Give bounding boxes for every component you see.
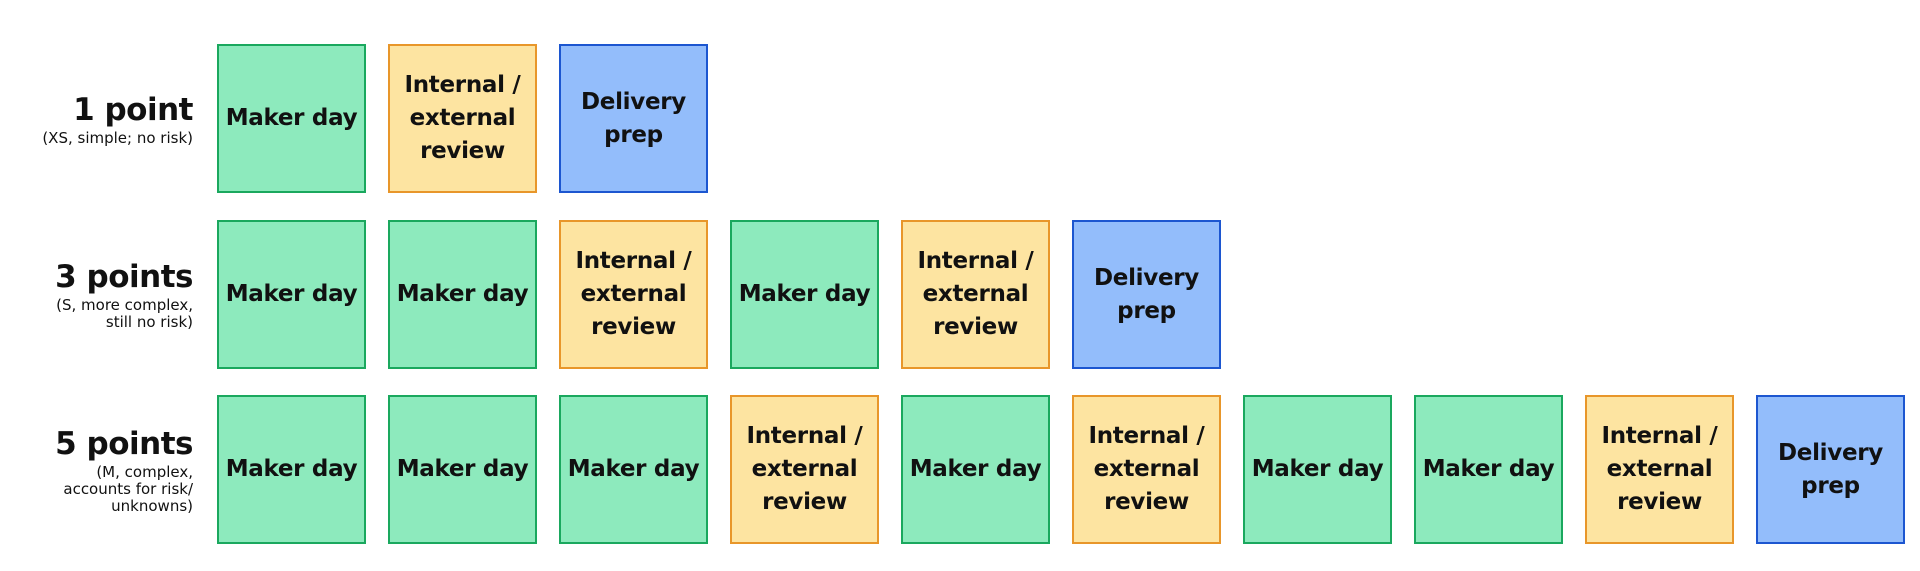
card-label: Maker day [225, 105, 358, 131]
delivery-card: Delivery prep [559, 44, 708, 193]
row-cards: Maker day Maker day Internal / external re… [217, 220, 1907, 370]
card-label: Maker day [567, 456, 700, 482]
review-card: Internal / external review [730, 395, 879, 544]
row-subtitle-line: (M, complex, [96, 462, 193, 481]
points-row: 1 point(XS, simple; no risk) Maker day Int… [0, 44, 1920, 194]
row-label: 5 points(M, complex,accounts for risk/un… [0, 395, 193, 545]
card-label: Internal / external review [917, 248, 1034, 340]
card-label: Delivery prep [1094, 264, 1199, 324]
card-label: Maker day [396, 281, 529, 307]
points-row: 5 points(M, complex,accounts for risk/un… [0, 395, 1920, 545]
card-label: Internal / external review [575, 248, 692, 340]
card-label: Maker day [738, 281, 871, 307]
row-subtitle: (M, complex,accounts for risk/unknowns) [0, 462, 193, 515]
row-subtitle-line: still no risk) [105, 313, 193, 331]
review-card: Internal / external review [901, 220, 1050, 369]
card-label: Internal / external review [404, 72, 521, 164]
maker-card: Maker day [388, 395, 537, 544]
card-label: Maker day [909, 456, 1042, 482]
review-card: Internal / external review [1072, 395, 1221, 544]
maker-card: Maker day [1414, 395, 1563, 544]
row-subtitle-line: (XS, simple; no risk) [42, 128, 193, 147]
row-title: 1 point [73, 91, 193, 128]
card-label: Internal / external review [1601, 423, 1718, 515]
review-card: Internal / external review [388, 44, 537, 193]
card-label: Maker day [1422, 456, 1555, 482]
card-label: Maker day [396, 456, 529, 482]
row-subtitle-line: accounts for risk/ [63, 479, 193, 498]
card-label: Delivery prep [581, 88, 686, 148]
delivery-card: Delivery prep [1072, 220, 1221, 369]
maker-card: Maker day [217, 395, 366, 544]
maker-card: Maker day [730, 220, 879, 369]
row-subtitle-line: (S, more complex, [56, 296, 193, 314]
row-title: 5 points [55, 425, 193, 462]
maker-card: Maker day [388, 220, 537, 369]
row-cards: Maker day Maker day Maker day Internal / ex… [217, 395, 1907, 545]
row-label: 1 point(XS, simple; no risk) [0, 44, 193, 194]
delivery-card: Delivery prep [1756, 395, 1905, 544]
card-label: Maker day [225, 456, 358, 482]
row-subtitle-line: unknowns) [111, 496, 193, 515]
row-subtitle: (XS, simple; no risk) [0, 128, 193, 147]
maker-card: Maker day [217, 220, 366, 369]
points-row: 3 points(S, more complex,still no risk)M… [0, 220, 1920, 370]
row-title: 3 points [55, 259, 193, 295]
row-subtitle: (S, more complex,still no risk) [0, 297, 193, 331]
maker-card: Maker day [1243, 395, 1392, 544]
maker-card: Maker day [217, 44, 366, 193]
row-label: 3 points(S, more complex,still no risk) [0, 220, 193, 370]
maker-card: Maker day [901, 395, 1050, 544]
review-card: Internal / external review [559, 220, 708, 369]
review-card: Internal / external review [1585, 395, 1734, 544]
row-cards: Maker day Internal / external review Deliv… [217, 44, 1907, 194]
card-label: Internal / external review [746, 423, 863, 515]
maker-card: Maker day [559, 395, 708, 544]
card-label: Maker day [1251, 456, 1384, 482]
card-label: Delivery prep [1778, 439, 1883, 499]
card-label: Maker day [225, 281, 358, 307]
card-label: Internal / external review [1088, 423, 1205, 515]
